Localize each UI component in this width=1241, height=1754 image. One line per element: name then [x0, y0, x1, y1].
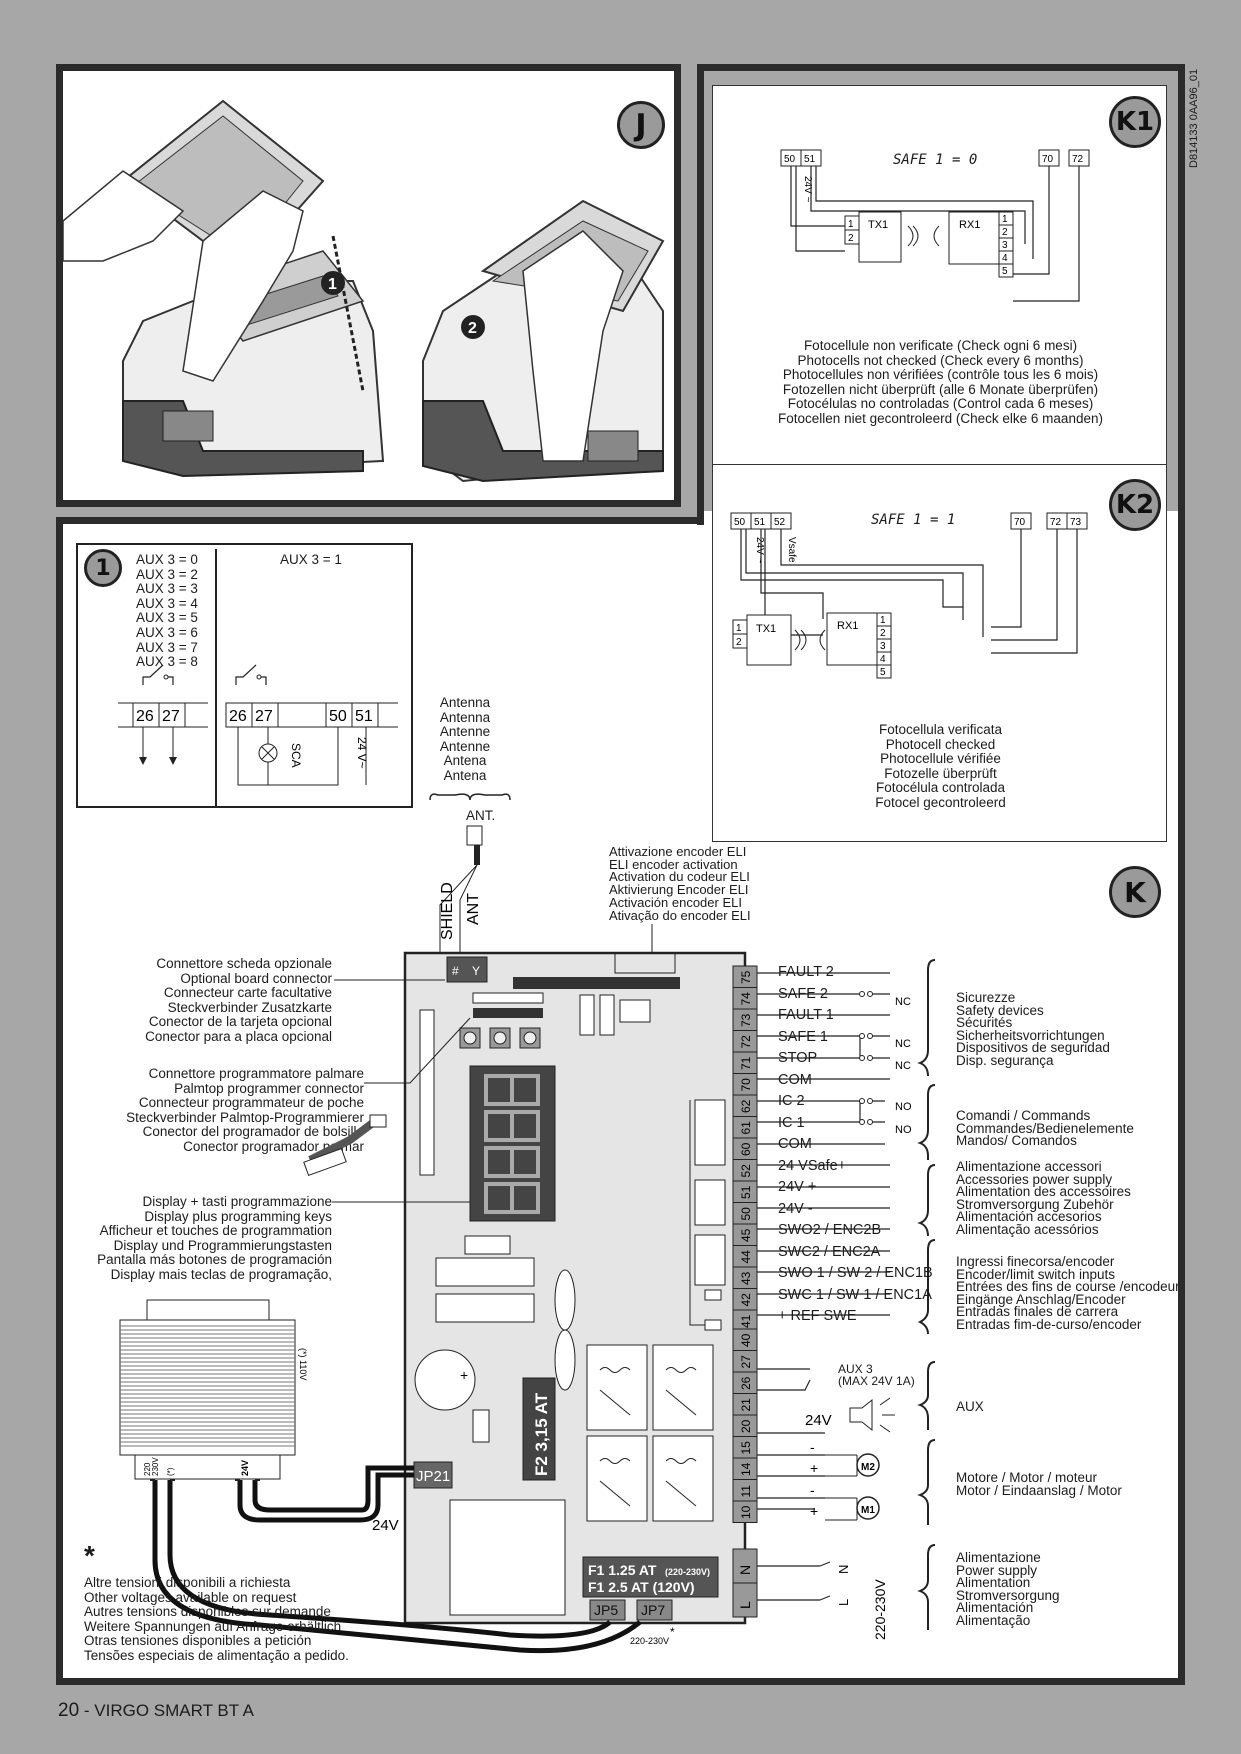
- sig-ic1: IC 1: [778, 1114, 805, 1131]
- k1-rx-pin-5: 5: [1002, 266, 1008, 277]
- asterisk-mark: *: [84, 1540, 95, 1571]
- aux-sca-label: SCA: [289, 743, 303, 768]
- k2-rx-pin-1: 1: [880, 615, 886, 626]
- k1-rx-pin-4: 4: [1002, 253, 1008, 264]
- panel-k2-label: K2: [1109, 479, 1161, 531]
- sig-com-2: COM: [778, 1136, 812, 1152]
- k1-notes: Fotocellule non verificate (Check ogni 6…: [778, 338, 1103, 426]
- k2-rx-pin-5: 5: [880, 667, 886, 678]
- k2-volt-label: 24V ~: [754, 537, 765, 564]
- k2-wiring-diagram: 50 51 52 70 72 73 24V ~ Vsafe 1 2 TX1 RX…: [730, 512, 1088, 679]
- aux-setting-1: AUX 3 = 1: [280, 552, 342, 567]
- k1-term-70: 70: [1042, 154, 1054, 165]
- aux-right-term-26: 26: [229, 708, 247, 725]
- k2-term-52: 52: [774, 517, 786, 528]
- document-code: D814133 0AA96_01: [1188, 68, 1200, 168]
- sig-com-1: COM: [778, 1071, 812, 1088]
- k2-tx-pin-1: 1: [736, 623, 742, 634]
- sig-fault1: FAULT 1: [778, 1007, 834, 1023]
- sig-24v-minus: 24V -: [778, 1200, 813, 1217]
- aux-left-term-26: 26: [136, 708, 154, 725]
- k1-rx-label: RX1: [959, 219, 980, 231]
- k2-safe-setting: SAFE 1 = 1: [871, 512, 956, 528]
- sig-swo2: SWO2 / ENC2B: [778, 1222, 882, 1238]
- k1-term-50: 50: [784, 154, 796, 165]
- k1-rx-pin-2: 2: [1002, 227, 1008, 238]
- panel-j-label: J: [617, 101, 665, 149]
- panel-k-label: K: [1109, 866, 1161, 918]
- sig-24vsafe: 24 VSafe+: [778, 1157, 847, 1174]
- k2-tx-label: TX1: [756, 623, 776, 635]
- k1-tx-pin-1: 1: [848, 219, 854, 230]
- aux-right-term-51: 51: [355, 708, 373, 725]
- k2-rx-pin-2: 2: [880, 628, 886, 639]
- k2-term-70: 70: [1014, 517, 1026, 528]
- aux3-label: AUX 3(MAX 24V 1A): [838, 1362, 915, 1388]
- panel-k2: K2 SAFE 1 = 1 50 51 52 70 72 73 24V ~ Vs…: [712, 465, 1167, 842]
- k1-term-72: 72: [1072, 154, 1084, 165]
- sig-swc1: SWC 1 / SW 1 / ENC1A: [778, 1286, 932, 1303]
- sig-ref-swe: + REF SWE: [778, 1308, 857, 1324]
- panel-j: J 1 2: [56, 64, 681, 507]
- page-footer: 20 - VIRGO SMART BT A: [58, 1700, 254, 1722]
- page-number: 20: [58, 1700, 80, 1721]
- aux-volt-label: 24 V~: [355, 737, 369, 769]
- aux-left-term-27: 27: [162, 708, 180, 725]
- manual-title: - VIRGO SMART BT A: [83, 1701, 254, 1720]
- sig-ic2: IC 2: [778, 1093, 805, 1109]
- k1-rx-pin-1: 1: [1002, 214, 1008, 225]
- k1-volt-label: 24V ~: [802, 176, 813, 203]
- k1-tx-pin-2: 2: [848, 233, 854, 244]
- aux-right-term-27: 27: [255, 708, 273, 725]
- ant-label: ANT.: [466, 808, 496, 823]
- k2-term-73: 73: [1070, 517, 1082, 528]
- sig-stop: STOP: [778, 1050, 818, 1066]
- aux-right-term-50: 50: [329, 708, 347, 725]
- sig-24v-plus: 24V +: [778, 1179, 817, 1195]
- k1-term-51: 51: [804, 154, 816, 165]
- sig-fault2: FAULT 2: [778, 964, 834, 980]
- k1-wiring-diagram: 50 51 70 72 24V ~ 1 2 TX1 RX1 1 2 3 4 5: [780, 149, 1090, 302]
- panel-right-frame: [697, 64, 1185, 842]
- k2-rx-pin-4: 4: [880, 654, 886, 665]
- hands-lid-illustration: 1 2: [63, 99, 665, 483]
- k1-safe-setting: SAFE 1 = 0: [893, 152, 978, 168]
- panel-k1: K1 SAFE 1 = 0 50 51 70 72 24V ~ 1 2 TX1 …: [712, 85, 1167, 465]
- panel-aux-label: 1: [84, 549, 122, 587]
- sig-swo1: SWO 1 / SW 2 / ENC1B: [778, 1265, 933, 1281]
- k2-tx-pin-2: 2: [736, 637, 742, 648]
- terminal-signal-labels: FAULT 2 SAFE 2 FAULT 1 SAFE 1 STOP COM I…: [778, 962, 933, 1328]
- sig-swc2: SWC2 / ENC2A: [778, 1243, 881, 1260]
- k1-tx-label: TX1: [868, 219, 888, 231]
- aux-group-label: AUX: [956, 1399, 984, 1414]
- k2-vsafe-label: Vsafe: [786, 537, 797, 563]
- aux-wiring: 26 27 26 27 50 51 SCA 24 V~: [118, 549, 398, 806]
- k2-rx-label: RX1: [837, 620, 858, 632]
- sig-safe1: SAFE 1: [778, 1028, 828, 1045]
- sig-safe2: SAFE 2: [778, 985, 828, 1002]
- k2-rx-pin-3: 3: [880, 641, 886, 652]
- k2-term-50: 50: [734, 517, 746, 528]
- step-1-badge: 1: [328, 276, 337, 293]
- k2-term-72: 72: [1050, 517, 1062, 528]
- panel-k1-label: K1: [1109, 96, 1161, 148]
- k1-rx-pin-3: 3: [1002, 240, 1008, 251]
- step-2-badge: 2: [468, 320, 477, 337]
- k2-term-51: 51: [754, 517, 766, 528]
